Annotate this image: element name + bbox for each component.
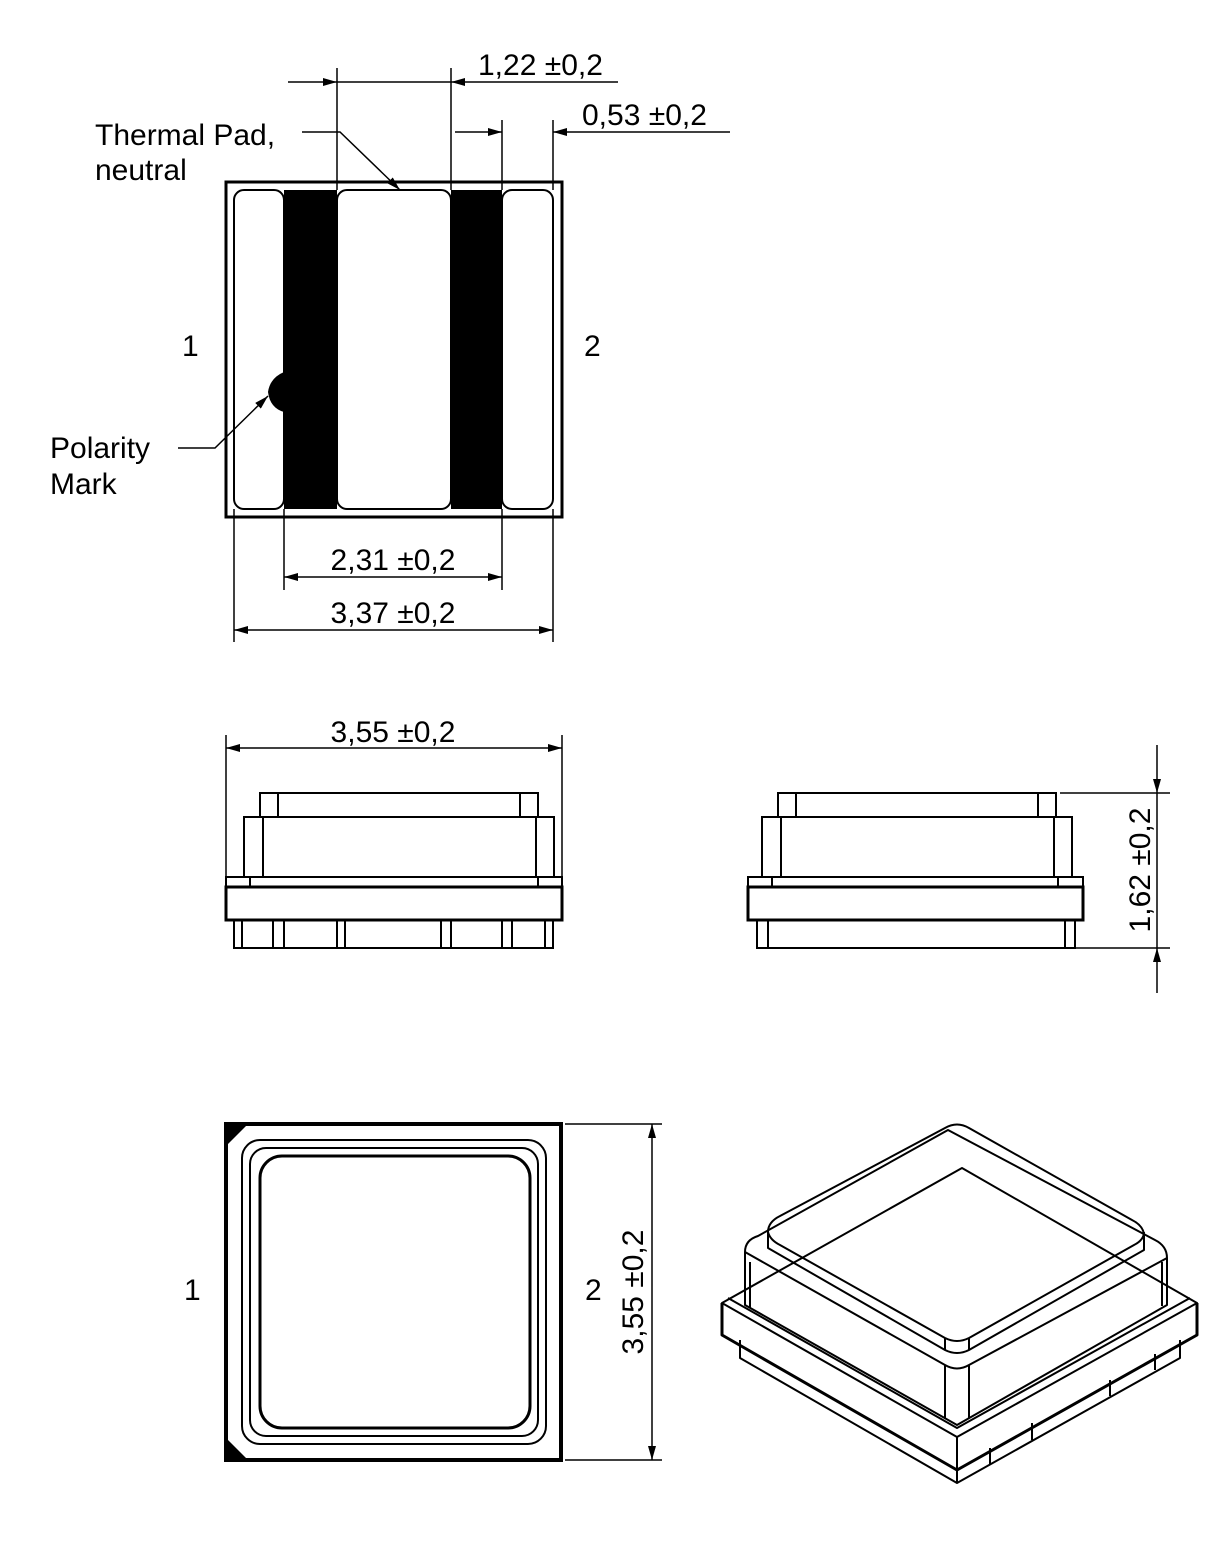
cathode-pad (501, 189, 554, 510)
polarity-label-2: Mark (50, 468, 118, 501)
bottom-pin-1-label: 1 (184, 1274, 201, 1307)
dim-pad-width: 0,53 ±0,2 (582, 99, 707, 132)
isometric-view (720, 1123, 1199, 1484)
dim-inner-span: 2,31 ±0,2 (331, 544, 456, 577)
bottom-view: 1 2 3,55 ±0,2 (184, 1122, 662, 1462)
thermal-pad-label-1: Thermal Pad, (95, 119, 275, 152)
side-view-lateral: 1,62 ±0,2 (746, 745, 1170, 993)
black-band-left (268, 190, 337, 509)
dim-thermal-pad-width: 1,22 ±0,2 (478, 49, 603, 82)
thermal-pad-label-2: neutral (95, 154, 187, 187)
side-view-front: 3,55 ±0,2 (224, 716, 564, 949)
dim-height: 1,62 ±0,2 (1124, 808, 1157, 933)
bottom-pin-2-label: 2 (585, 1274, 602, 1307)
package-outline (224, 180, 564, 519)
dim-side-width: 3,55 ±0,2 (331, 716, 456, 749)
thermal-pad (336, 189, 452, 510)
dim-bottom-height: 3,55 ±0,2 (617, 1230, 650, 1355)
pin-2-label: 2 (584, 330, 601, 363)
top-view: 1,22 ±0,2 0,53 ±0,2 Thermal Pad, neutral… (50, 49, 730, 642)
pin-1-label: 1 (182, 330, 199, 363)
polarity-label-1: Polarity (50, 432, 150, 465)
black-band-right (451, 190, 502, 509)
dim-outer-span: 3,37 ±0,2 (331, 597, 456, 630)
anode-pad (233, 189, 285, 510)
